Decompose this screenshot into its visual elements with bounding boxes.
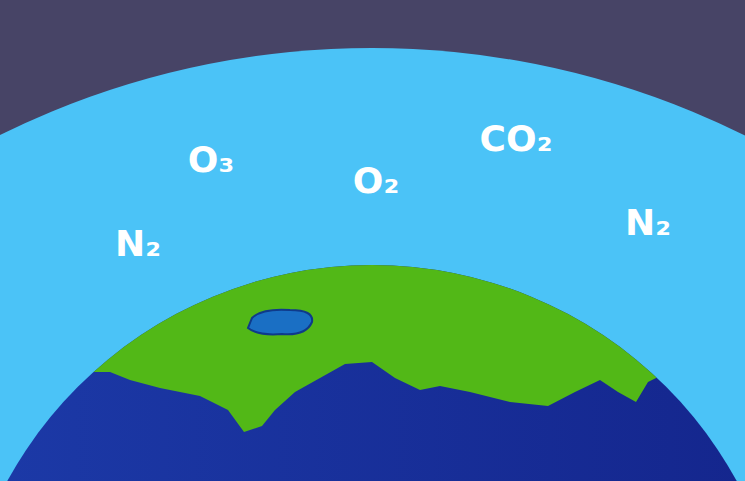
lake — [248, 310, 312, 335]
gas-label: O₃ — [188, 142, 234, 178]
gas-label: N₂ — [115, 226, 161, 262]
land — [0, 200, 745, 432]
gas-label: O₂ — [353, 163, 399, 199]
gas-label: N₂ — [625, 205, 671, 241]
atmosphere — [0, 48, 745, 481]
gas-label: CO₂ — [480, 121, 553, 157]
